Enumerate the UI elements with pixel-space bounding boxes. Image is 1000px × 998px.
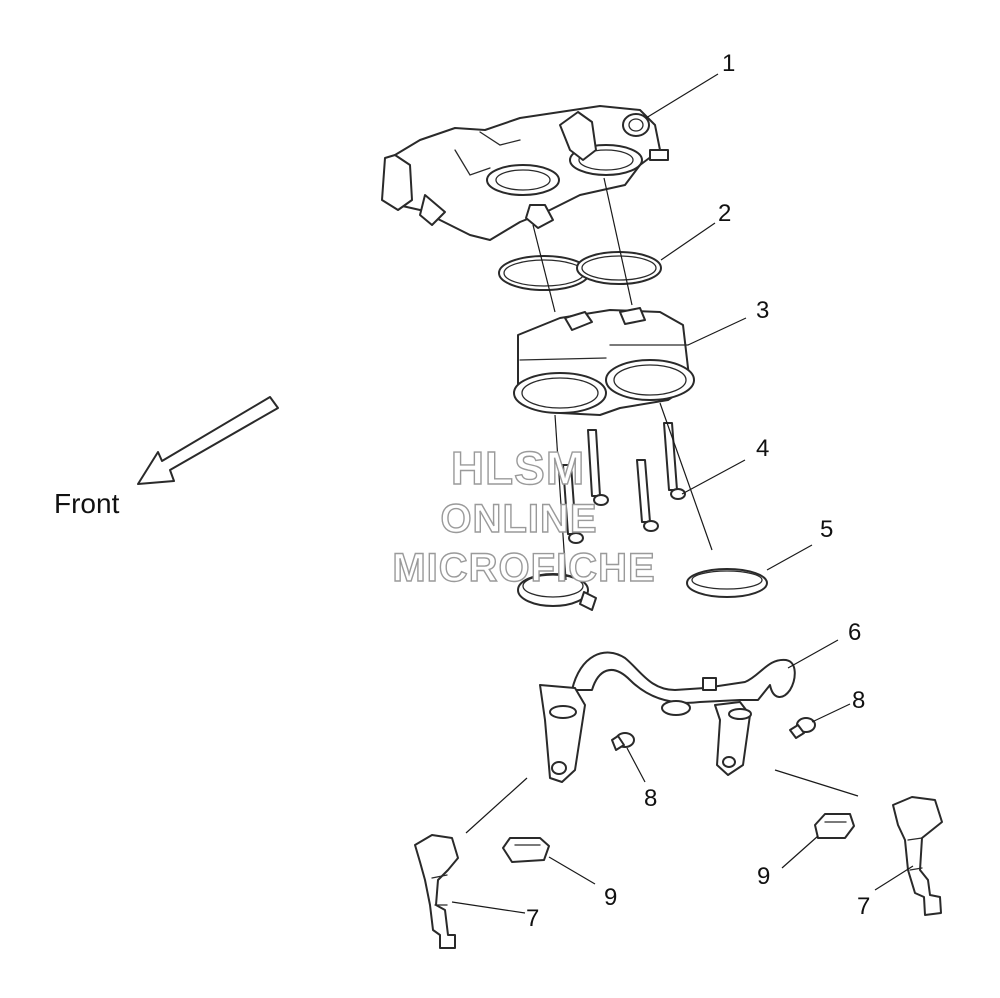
callout-leader-lines xyxy=(451,73,914,914)
front-label: Front xyxy=(54,488,120,519)
callout-7-left: 7 xyxy=(526,905,539,932)
callout-4: 4 xyxy=(756,435,769,462)
watermark-line-2: ONLINE xyxy=(440,497,597,541)
callout-9-right: 9 xyxy=(757,863,770,890)
hose-clamp-part xyxy=(517,568,768,611)
front-arrow-icon xyxy=(137,396,279,485)
watermark-line-3: MICROFICHE xyxy=(392,546,655,590)
watermark: HLSM ONLINE MICROFICHE xyxy=(392,441,656,590)
callout-2: 2 xyxy=(718,200,731,227)
throttle-body-part xyxy=(381,105,669,241)
o-ring-part xyxy=(498,251,662,291)
assembly-lines xyxy=(465,177,859,834)
intake-boot-part xyxy=(513,307,695,416)
callout-5: 5 xyxy=(820,516,833,543)
callout-3: 3 xyxy=(756,297,769,324)
callout-8-left: 8 xyxy=(644,785,657,812)
callout-9-left: 9 xyxy=(604,884,617,911)
callout-8-right: 8 xyxy=(852,687,865,714)
callout-labels: 1 2 3 4 5 6 8 8 9 9 7 7 xyxy=(526,50,870,932)
callout-6: 6 xyxy=(848,619,861,646)
injector-clip-part xyxy=(502,813,855,863)
fuel-injector-part xyxy=(414,796,943,949)
callout-1: 1 xyxy=(722,50,735,77)
bolt-part xyxy=(562,422,686,544)
fuel-hose-part xyxy=(539,651,796,783)
screw-part xyxy=(611,717,816,751)
callout-7-right: 7 xyxy=(857,893,870,920)
watermark-line-1: HLSM xyxy=(451,442,585,494)
